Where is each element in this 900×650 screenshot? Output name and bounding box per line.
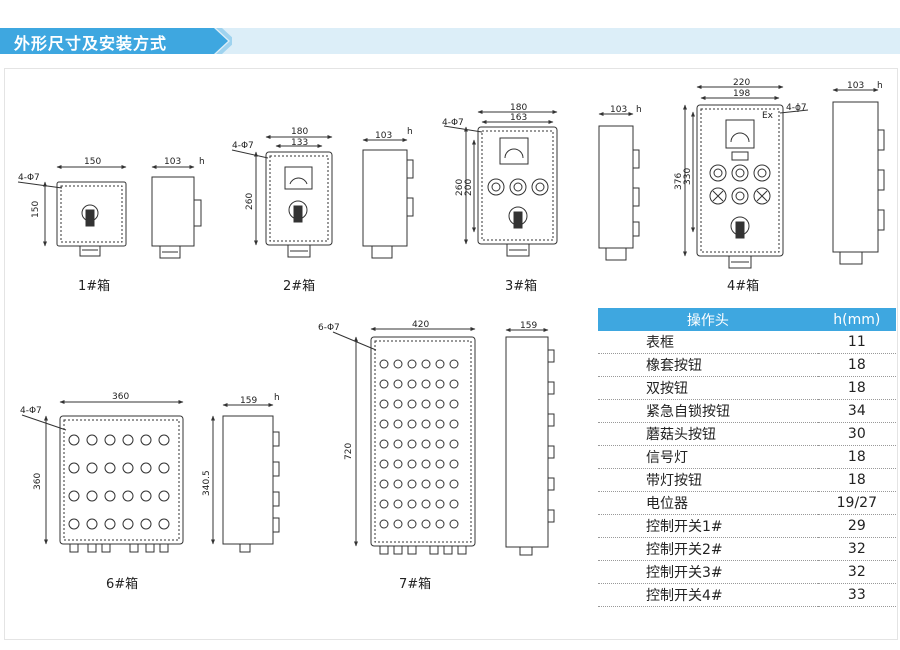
table-cell-height: 18 [817, 376, 896, 400]
box6-width-dim: 360 [112, 392, 129, 402]
box6-front-view [21, 400, 184, 553]
box2-h-dim: h [407, 127, 413, 137]
table-cell-operator: 表框 [598, 331, 818, 354]
box6-holes-dim: 4-Φ7 [20, 406, 42, 416]
table-cell-operator: 控制开关4# [598, 583, 818, 607]
box2-depth-dim: 103 [375, 131, 392, 141]
box7-width-dim: 420 [412, 320, 429, 330]
box4-width-inner-dim: 198 [733, 89, 750, 99]
box2-width-outer-dim: 180 [291, 127, 308, 137]
box7-depth-dim: 159 [520, 321, 537, 331]
box7-front-view [332, 327, 476, 555]
table-row: 控制开关4#33 [598, 583, 896, 607]
box4-side-view [832, 88, 885, 265]
box4-depth-dim: 103 [847, 81, 864, 91]
box2-label: 2#箱 [283, 278, 315, 294]
table-row: 控制开关3#32 [598, 560, 896, 584]
table-cell-height: 32 [817, 537, 896, 561]
table-cell-height: 18 [817, 445, 896, 469]
section-header-tab [0, 28, 232, 54]
box1-front-view [17, 165, 127, 257]
table-cell-height: 29 [817, 514, 896, 538]
box4-ex-mark: Ex [762, 111, 774, 121]
table-row: 控制开关1#29 [598, 514, 896, 538]
table-cell-height: 30 [817, 422, 896, 446]
box1-width-dim: 150 [84, 157, 101, 167]
box1-h-dim: h [199, 157, 205, 167]
box3-label: 3#箱 [505, 278, 537, 294]
box3-front-view [443, 110, 558, 257]
table-header-height: h(mm) [817, 308, 896, 331]
box7-side-view [505, 328, 555, 556]
table-header-row: 操作头 h(mm) [598, 308, 896, 331]
box4-label: 4#箱 [727, 278, 759, 294]
box2-height-dim: 260 [245, 193, 255, 210]
box7-height-dim: 720 [344, 443, 354, 460]
box3-depth-dim: 103 [610, 105, 627, 115]
box3-holes-dim: 4-Φ7 [442, 118, 464, 128]
table-cell-height: 11 [817, 331, 896, 354]
box3-h-dim: h [636, 105, 642, 115]
table-cell-operator: 信号灯 [598, 445, 818, 469]
box6-h-dim: h [274, 393, 280, 403]
table-row: 控制开关2#32 [598, 537, 896, 561]
box3-width-inner-dim: 163 [510, 113, 527, 123]
box1-side-view [151, 165, 202, 259]
box3-width-outer-dim: 180 [510, 103, 527, 113]
box2-side-view [362, 138, 414, 259]
box4-width-outer-dim: 220 [733, 78, 750, 88]
box2-front-view [231, 135, 333, 258]
box4-height-inner-dim: 330 [683, 168, 693, 185]
table-cell-operator: 双按钮 [598, 376, 818, 400]
section-title: 外形尺寸及安装方式 [14, 34, 168, 53]
box6-label: 6#箱 [106, 576, 138, 592]
table-cell-operator: 控制开关1# [598, 514, 818, 538]
box7-label: 7#箱 [399, 576, 431, 592]
box3-height-inner-dim: 200 [464, 179, 474, 196]
box6-side-height-dim: 340.5 [202, 470, 212, 496]
box4-holes-dim: 4-ϕ7 [786, 103, 807, 113]
table-cell-operator: 控制开关3# [598, 560, 818, 584]
table-cell-height: 33 [817, 583, 896, 607]
table-cell-operator: 控制开关2# [598, 537, 818, 561]
box2-width-inner-dim: 133 [291, 138, 308, 148]
box1-height-dim: 150 [31, 201, 41, 218]
box6-height-dim: 360 [33, 473, 43, 490]
box3-height-outer-dim: 260 [455, 179, 465, 196]
box4-h-dim: h [877, 81, 883, 91]
table-cell-height: 19/27 [817, 491, 896, 515]
box1-holes-dim: 4-Φ7 [18, 173, 40, 183]
box6-depth-dim: 159 [240, 396, 257, 406]
table-header-operator: 操作头 [598, 308, 818, 331]
table-cell-operator: 蘑菇头按钮 [598, 422, 818, 446]
box4-height-outer-dim: 376 [674, 173, 684, 190]
box1-depth-dim: 103 [164, 157, 181, 167]
box1-label: 1#箱 [78, 278, 110, 294]
table-cell-height: 34 [817, 399, 896, 423]
box2-holes-dim: 4-Φ7 [232, 141, 254, 151]
box3-side-view [598, 112, 640, 261]
box7-holes-dim: 6-Φ7 [318, 323, 340, 333]
table-cell-height: 18 [817, 353, 896, 377]
table-cell-height: 18 [817, 468, 896, 492]
table-cell-operator: 带灯按钮 [598, 468, 818, 492]
table-cell-height: 32 [817, 560, 896, 584]
table-cell-operator: 电位器 [598, 491, 818, 515]
table-cell-operator: 橡套按钮 [598, 353, 818, 377]
box6-side-view [211, 403, 280, 553]
table-cell-operator: 紧急自锁按钮 [598, 399, 818, 423]
box4-front-view [683, 85, 809, 269]
